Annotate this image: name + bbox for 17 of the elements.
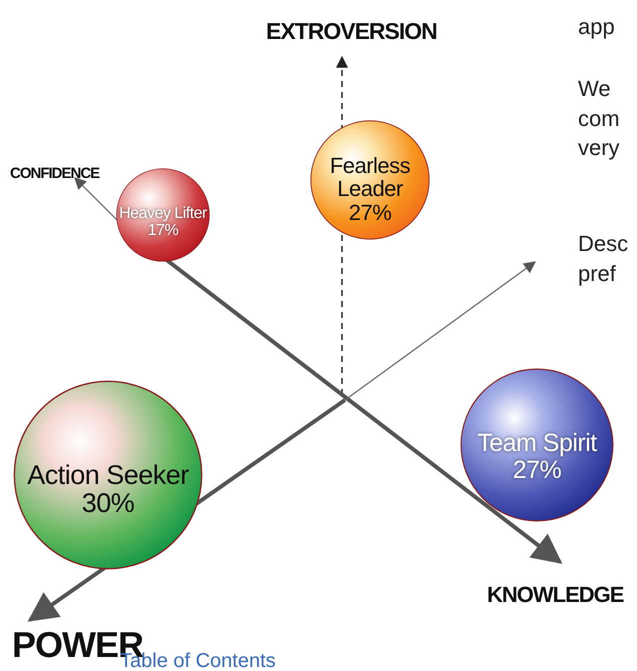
axis-label: CONFIDENCE: [10, 165, 100, 182]
axis-label: EXTROVERSION: [266, 18, 437, 45]
sphere: [310, 120, 430, 240]
paragraph-text: We com very: [578, 75, 621, 162]
segment-name: Action Seeker: [27, 460, 189, 490]
percentage: 17%: [148, 223, 178, 240]
percentage: 27%: [512, 456, 562, 483]
sphere: [13, 380, 203, 570]
sphere: [460, 368, 614, 522]
paragraph-text: Desc pref: [578, 230, 630, 288]
percentage: 30%: [82, 489, 134, 518]
percentage: 27%: [348, 200, 392, 224]
sphere: [116, 168, 210, 262]
paragraph-text: app: [578, 14, 615, 40]
segment-name: Team Spirit: [477, 430, 597, 457]
axis-label: KNOWLEDGE: [487, 582, 624, 608]
segment-name: Heavey Lifter: [119, 206, 207, 224]
